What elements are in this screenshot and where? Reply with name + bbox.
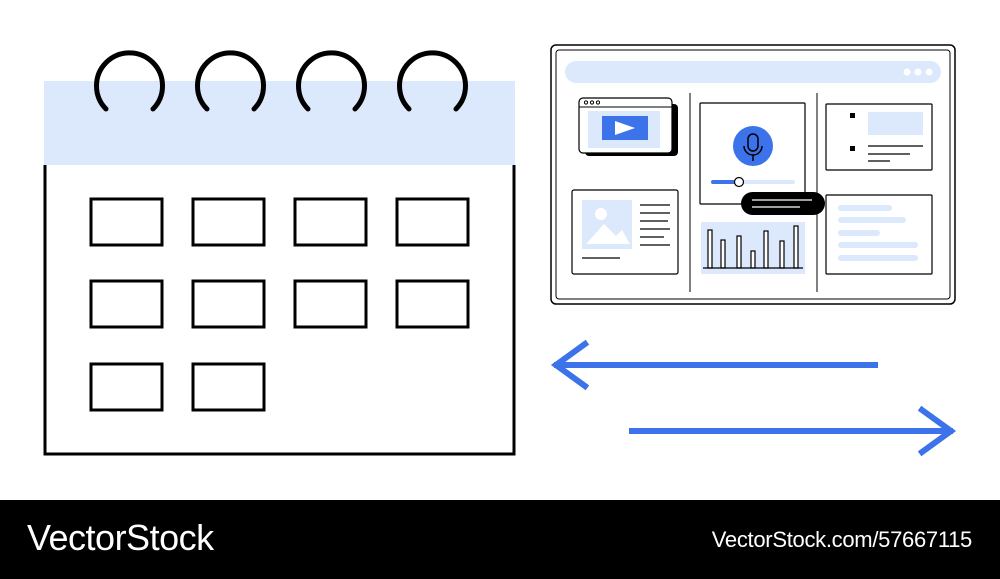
calendar-day-cell	[191, 197, 266, 247]
list-card	[825, 103, 933, 171]
calendar-day-cell	[293, 279, 368, 329]
arrow-right-icon	[629, 405, 957, 457]
calendar-day-cell	[89, 279, 164, 329]
footer-bar: VectorStock VectorStock.com/57667115	[0, 500, 1000, 579]
calendar-day-cell	[89, 362, 164, 412]
audio-progress-fill	[711, 180, 739, 184]
bullet	[850, 146, 855, 151]
image-placeholder-icon	[571, 189, 679, 275]
browser-menu-dots-icon	[903, 68, 933, 76]
calendar-day-cell	[89, 197, 164, 247]
play-icon	[615, 121, 635, 135]
calendar-day-grid	[89, 197, 470, 412]
calendar-day-cell	[395, 197, 470, 247]
calendar-ring	[296, 50, 367, 112]
calendar-day-cell	[293, 197, 368, 247]
calendar-day-cell	[191, 362, 266, 412]
calendar-ring	[94, 50, 165, 112]
browser-inner-frame	[555, 49, 951, 300]
video-player-icon	[578, 97, 678, 156]
browser-address-bar	[565, 61, 941, 83]
microphone-circle	[733, 126, 773, 166]
arrow-left-icon	[550, 339, 878, 391]
calendar-header-band	[44, 81, 515, 165]
calendar-icon	[43, 50, 516, 456]
image-id-text: VectorStock.com/57667115	[711, 527, 973, 552]
text-document-card	[825, 194, 933, 275]
illustration	[43, 44, 957, 457]
browser-window-icon	[550, 44, 956, 305]
calendar-ring	[397, 50, 468, 112]
calendar-frame	[43, 165, 516, 456]
brand-logo: VectorStock	[27, 517, 214, 558]
microphone-icon	[699, 102, 806, 205]
calendar-rings	[94, 50, 468, 112]
bullet	[850, 113, 855, 118]
bar-chart-icon	[701, 222, 805, 274]
chat-bubble-icon	[741, 192, 825, 215]
calendar-day-cell	[191, 279, 266, 329]
calendar-ring	[195, 50, 266, 112]
calendar-day-cell	[395, 279, 470, 329]
audio-progress-knob	[733, 176, 745, 188]
